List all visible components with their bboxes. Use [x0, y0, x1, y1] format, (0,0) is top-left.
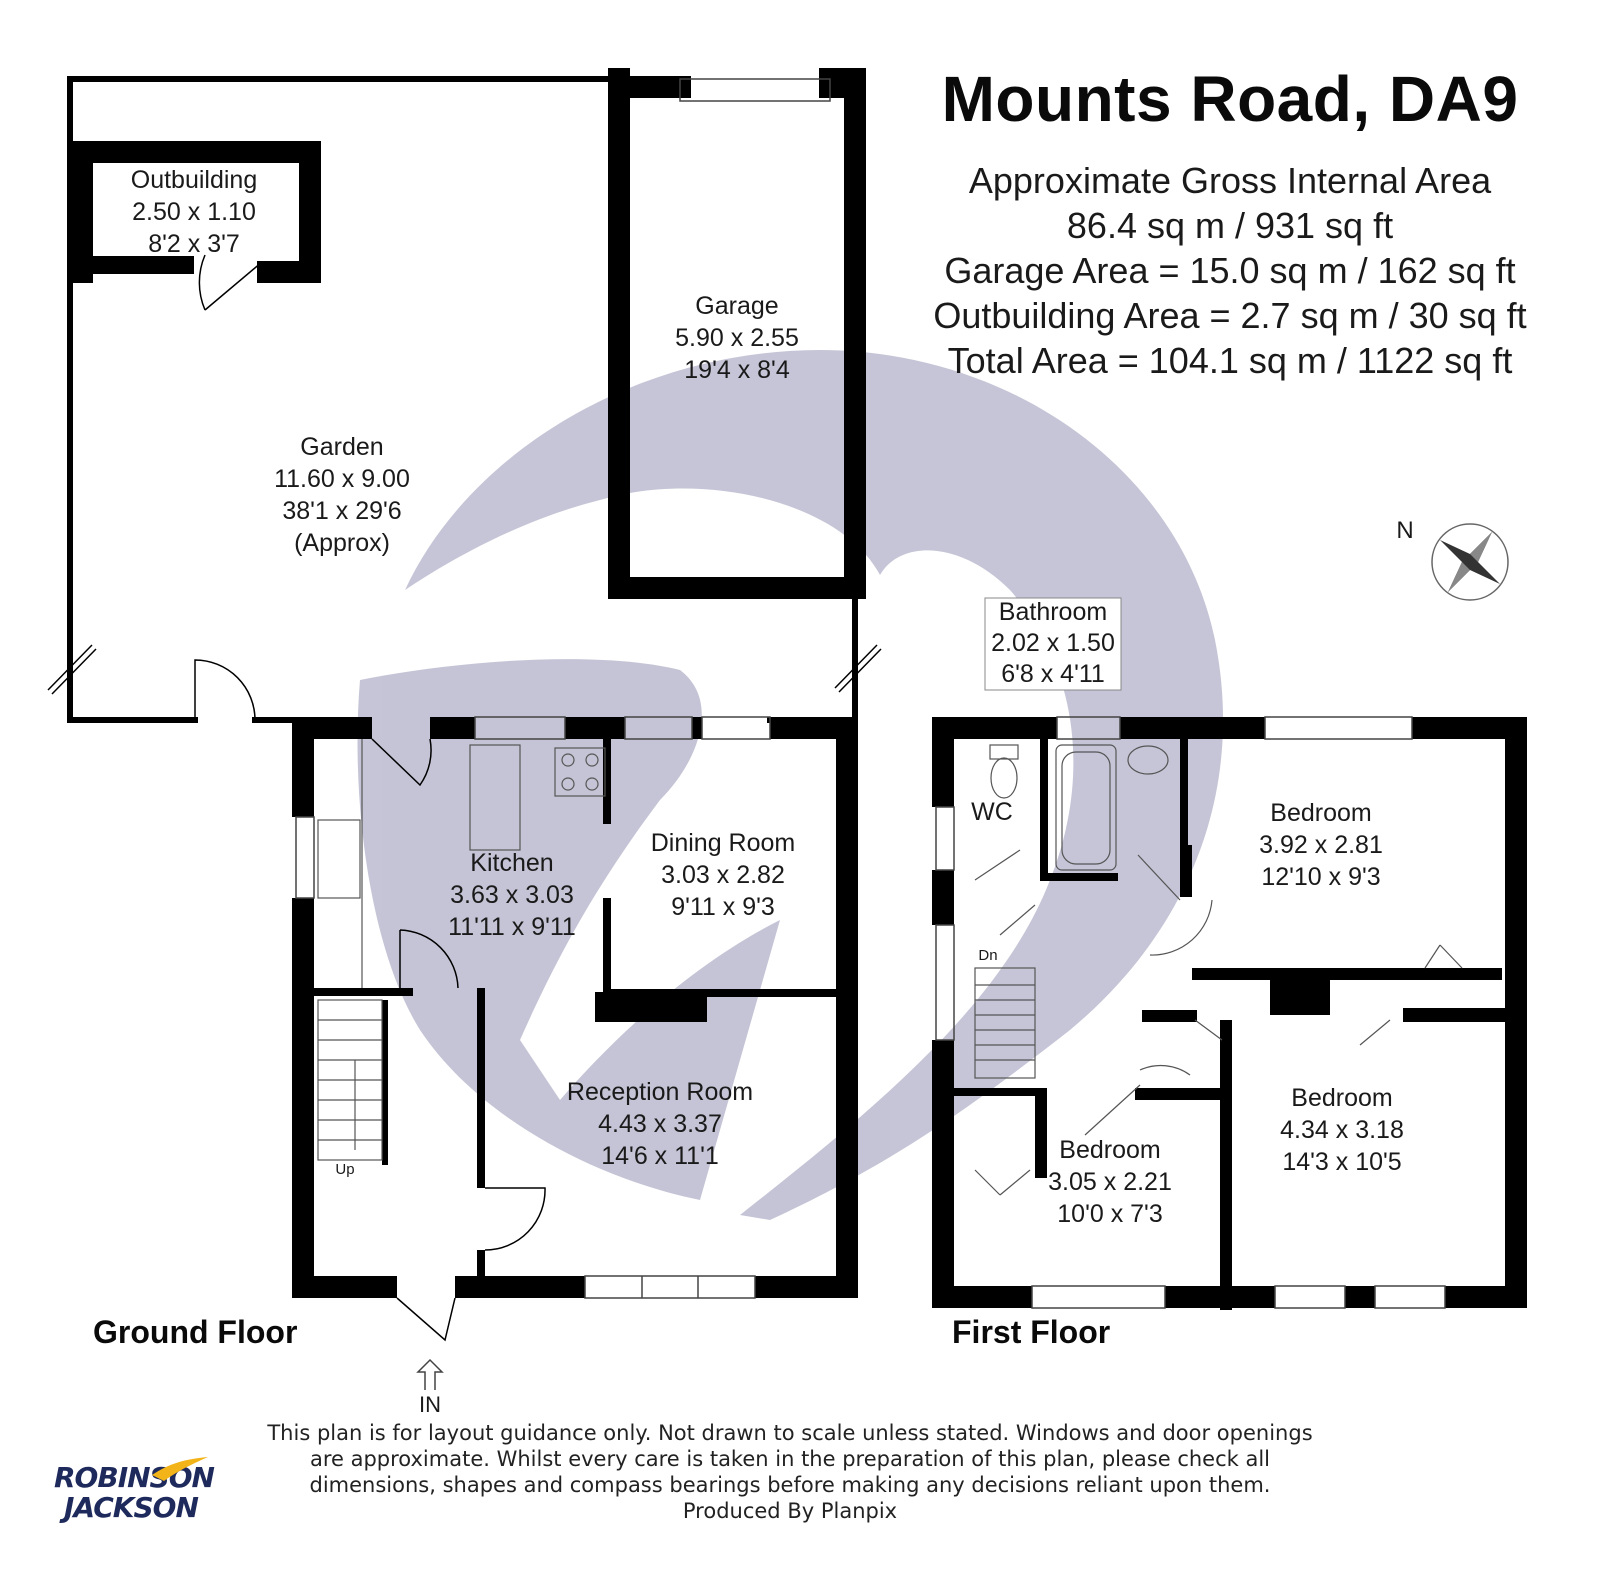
room-dining-imperial: 9'11 x 9'3	[671, 893, 775, 921]
boundary-breaks	[47, 644, 882, 695]
room-outbuilding-imperial: 8'2 x 3'7	[148, 230, 240, 258]
room-bedroom2-name: Bedroom	[1291, 1084, 1392, 1112]
disclaimer-line-4: Produced By Planpix	[682, 1499, 898, 1523]
area-line-3: Garage Area = 15.0 sq m / 162 sq ft	[944, 250, 1516, 291]
first-floor-walls	[932, 717, 1527, 1310]
entrance-arrow-icon	[416, 1358, 444, 1390]
kitchen-fittings	[317, 739, 606, 1161]
ground-windows	[295, 78, 831, 1299]
room-wc-name: WC	[971, 798, 1013, 826]
stairs-down-label: Dn	[978, 947, 997, 964]
door-swings	[194, 254, 546, 1342]
area-line-5: Total Area = 104.1 sq m / 1122 sq ft	[947, 340, 1513, 381]
house-ground-walls	[292, 717, 858, 1298]
room-kitchen-name: Kitchen	[470, 849, 553, 877]
room-bathroom-name: Bathroom	[999, 598, 1107, 626]
first-floor-label: First Floor	[952, 1314, 1111, 1350]
room-bedroom3-imperial: 10'0 x 7'3	[1057, 1200, 1162, 1228]
room-bedroom1-imperial: 12'10 x 9'3	[1261, 863, 1380, 891]
room-garage-imperial: 19'4 x 8'4	[684, 356, 790, 384]
room-dining-metric: 3.03 x 2.82	[661, 861, 785, 889]
room-bedroom3-metric: 3.05 x 2.21	[1048, 1168, 1172, 1196]
room-reception-imperial: 14'6 x 11'1	[601, 1142, 719, 1170]
room-bedroom3-name: Bedroom	[1059, 1136, 1160, 1164]
room-kitchen-imperial: 11'11 x 9'11	[448, 913, 576, 941]
room-garden-metric: 11.60 x 9.00	[274, 465, 410, 493]
room-garden-name: Garden	[300, 433, 383, 461]
compass-rose-icon	[1431, 523, 1509, 601]
room-garden-imperial: 38'1 x 29'6	[282, 497, 401, 525]
disclaimer-line-2: are approximate. Whilst every care is ta…	[309, 1447, 1271, 1471]
page-title: Mounts Road, DA9	[941, 63, 1519, 135]
area-line-2: 86.4 sq m / 931 sq ft	[1066, 205, 1394, 246]
ground-floor-label: Ground Floor	[93, 1314, 298, 1350]
logo-line-2: JACKSON	[64, 1491, 199, 1524]
bathroom-label-box	[984, 597, 1122, 691]
room-kitchen-metric: 3.63 x 3.03	[450, 881, 574, 909]
room-reception-metric: 4.43 x 3.37	[598, 1110, 722, 1138]
agent-logo: ROBINSON JACKSON	[54, 1457, 215, 1524]
room-bathroom-imperial: 6'8 x 4'11	[1001, 660, 1105, 688]
room-bedroom2-imperial: 14'3 x 10'5	[1282, 1148, 1401, 1176]
stairs-up-label: Up	[335, 1161, 354, 1178]
area-summary: Approximate Gross Internal Area 86.4 sq …	[880, 158, 1580, 383]
first-windows	[935, 716, 1446, 1309]
room-bathroom-metric: 2.02 x 1.50	[991, 629, 1115, 657]
compass-label: N	[1396, 517, 1413, 544]
room-garden-note: (Approx)	[294, 529, 390, 557]
logo-line-1: ROBINSON	[54, 1461, 215, 1494]
disclaimer-line-3: dimensions, shapes and compass bearings …	[309, 1473, 1271, 1497]
ground-floor-walls	[67, 68, 866, 723]
room-outbuilding-metric: 2.50 x 1.10	[132, 198, 256, 226]
bird-icon	[152, 1457, 208, 1481]
room-garage-name: Garage	[695, 292, 778, 320]
watermark-logo	[357, 350, 1224, 1220]
room-bedroom1-metric: 3.92 x 2.81	[1259, 831, 1383, 859]
room-reception-name: Reception Room	[567, 1078, 753, 1106]
room-outbuilding-name: Outbuilding	[131, 166, 257, 194]
entrance-label: IN	[419, 1392, 441, 1417]
area-line-1: Approximate Gross Internal Area	[968, 160, 1492, 201]
disclaimer: This plan is for layout guidance only. N…	[250, 1420, 1330, 1524]
room-dining-name: Dining Room	[651, 829, 796, 857]
room-bedroom2-metric: 4.34 x 3.18	[1280, 1116, 1404, 1144]
disclaimer-line-1: This plan is for layout guidance only. N…	[267, 1421, 1313, 1445]
room-garage-metric: 5.90 x 2.55	[675, 324, 799, 352]
area-line-4: Outbuilding Area = 2.7 sq m / 30 sq ft	[933, 295, 1527, 336]
first-fittings	[974, 744, 1463, 1196]
room-bedroom1-name: Bedroom	[1270, 799, 1371, 827]
